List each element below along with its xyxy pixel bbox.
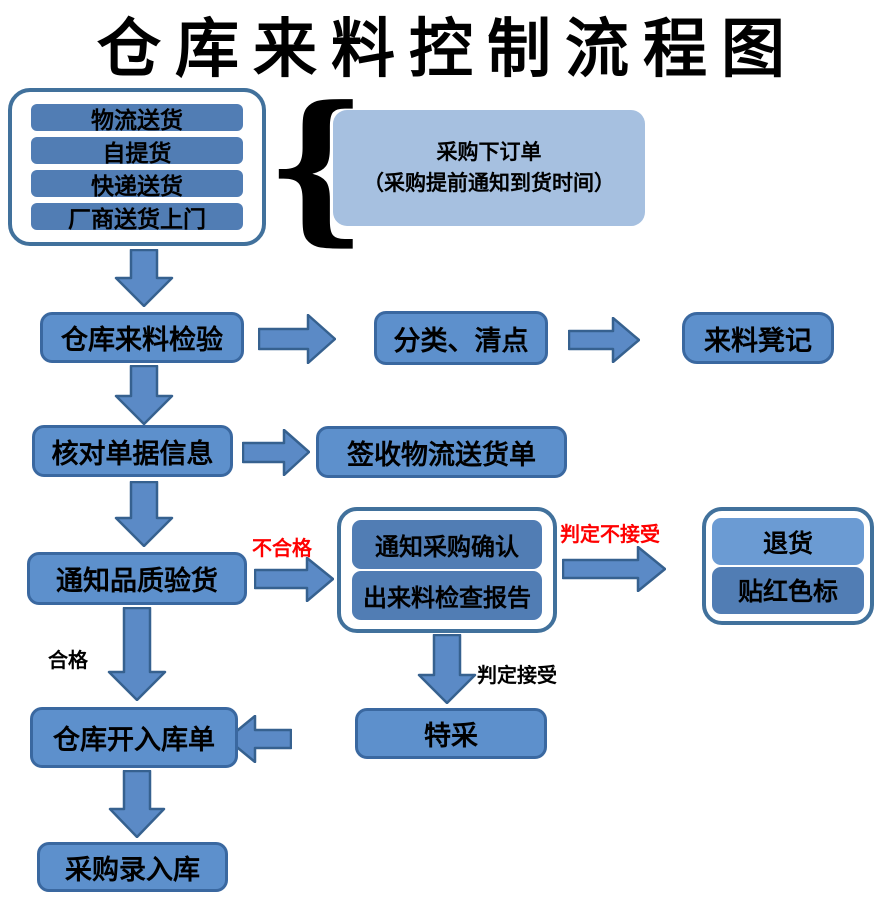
flow-arrow-down-icon [108,770,166,838]
unqualified-actions-group: 通知采购确认 出来料检查报告 [337,507,557,633]
edge-label-judged-not-accepted: 判定不接受 [560,522,660,546]
flow-arrow-right-icon [568,317,640,363]
flow-arrow-down-icon [107,607,167,701]
node-sort-count: 分类、清点 [374,311,548,365]
purchase-order-note-line1: 采购下订单 [436,139,542,164]
delivery-method-item: 快递送货 [31,170,243,200]
flow-arrow-down-icon [417,634,477,704]
node-incoming-inspection: 仓库来料检验 [40,312,244,363]
flow-arrow-right-icon [242,429,310,476]
node-warehouse-inbound-order: 仓库开入库单 [30,707,238,768]
flow-arrow-down-icon [114,249,174,307]
node-incoming-register: 来料凳记 [682,312,834,364]
node-notify-purchase-confirm: 通知采购确认 [352,519,542,569]
edge-label-unqualified: 不合格 [252,536,312,560]
flow-arrow-left-icon [226,715,292,763]
node-incoming-inspection-report: 出来料检查报告 [352,571,542,621]
delivery-method-item: 物流送货 [31,104,243,134]
delivery-method-item: 厂商送货上门 [31,203,243,233]
purchase-order-note: 采购下订单 （采购提前通知到货时间） [333,110,645,226]
flow-arrow-down-icon [114,365,174,425]
flow-arrow-right-icon [258,314,336,364]
node-verify-documents: 核对单据信息 [32,425,233,477]
flow-arrow-right-icon [562,546,666,592]
delivery-method-item: 自提货 [31,137,243,167]
node-stick-red-label: 贴红色标 [712,566,864,614]
page-title: 仓库来料控制流程图 [97,13,799,87]
node-return-goods: 退货 [712,518,864,566]
node-special-acceptance: 特采 [355,708,547,759]
rejected-actions-group: 退货 贴红色标 [702,507,874,625]
delivery-methods-group: 物流送货 自提货 快递送货 厂商送货上门 [8,88,266,246]
node-sign-delivery-note: 签收物流送货单 [316,426,567,478]
node-notify-quality: 通知品质验货 [27,552,247,605]
flow-arrow-right-icon [254,557,334,602]
edge-label-qualified: 合格 [48,648,88,672]
node-purchase-inbound-entry: 采购录入库 [37,842,228,892]
purchase-order-note-line2: （采购提前通知到货时间） [363,171,615,195]
edge-label-judged-accepted: 判定接受 [477,663,557,687]
flow-arrow-down-icon [114,481,174,547]
